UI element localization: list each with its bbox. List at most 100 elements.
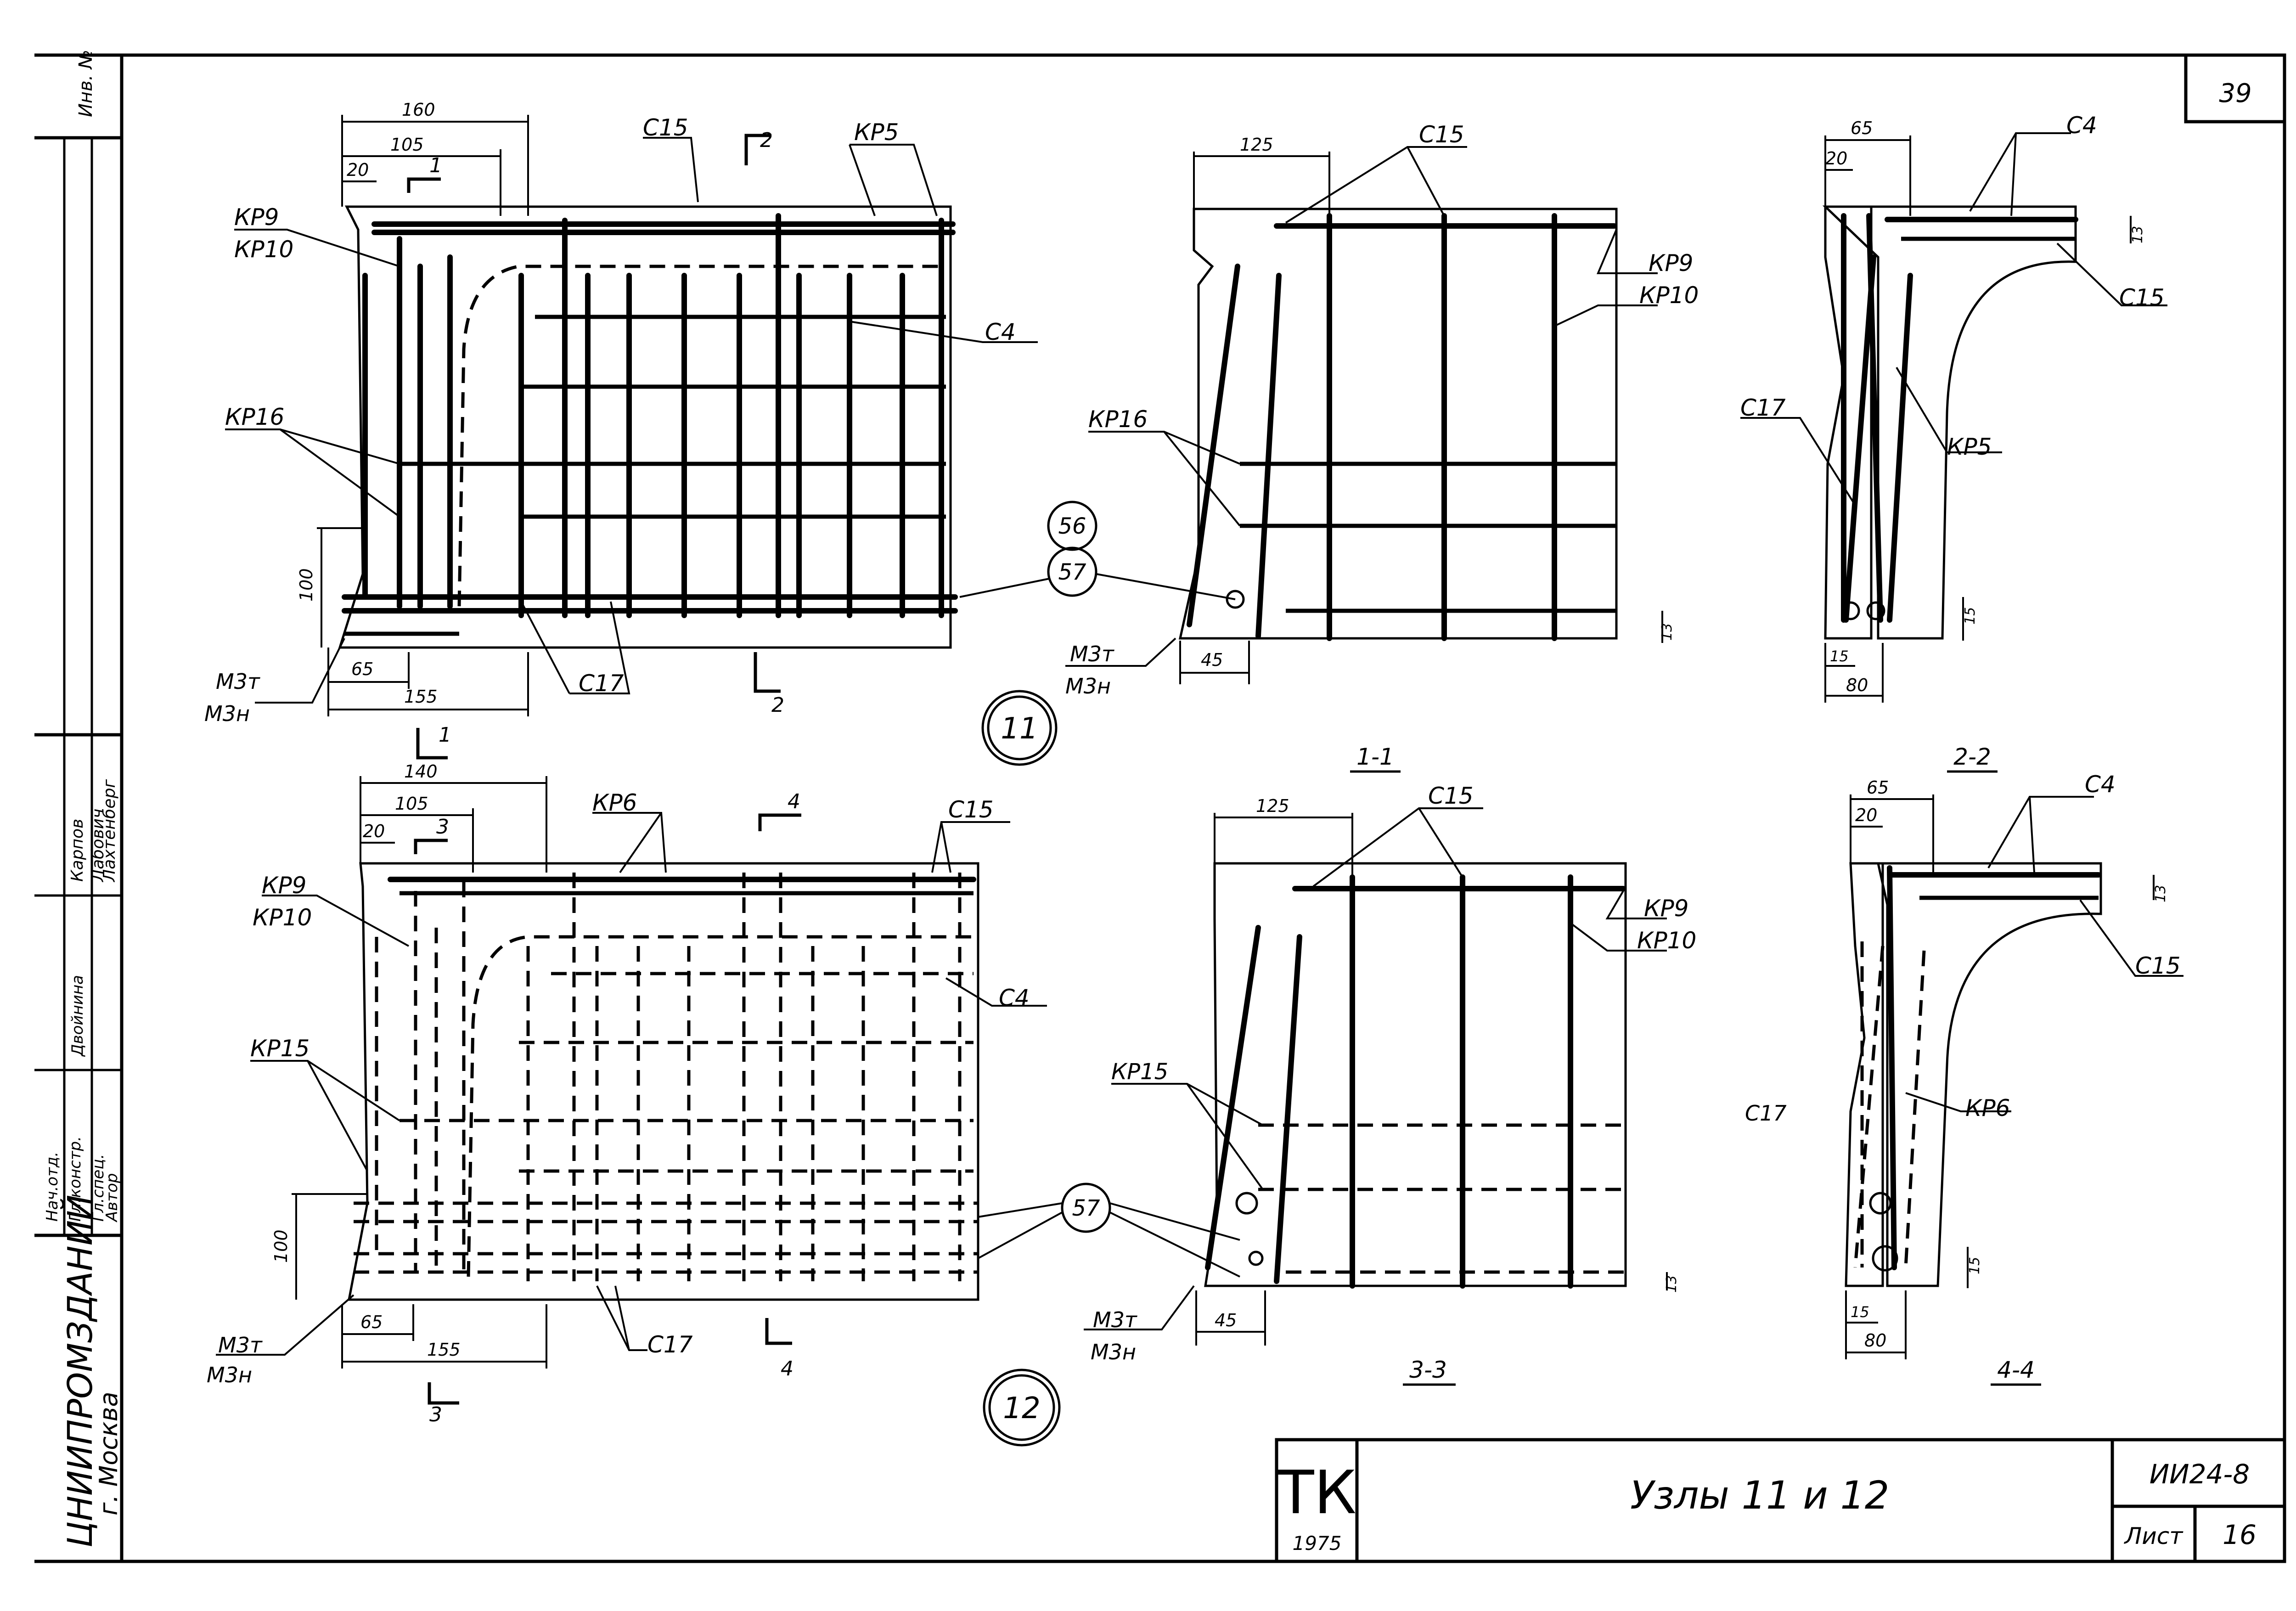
s44-dim-80: 80: [1864, 1330, 1886, 1351]
label-c4: С4: [985, 319, 1016, 345]
n12-label-c17: С17: [647, 1331, 693, 1358]
section-mark-1-top: 1: [429, 154, 442, 177]
label-c17: С17: [579, 670, 624, 697]
sheet-index: 16: [2223, 1519, 2257, 1550]
n12-section-mark-3-bottom: 3: [429, 1403, 442, 1426]
n12-dim-105: 105: [395, 794, 428, 814]
org-city: г. Москва: [94, 1391, 123, 1515]
stamp-name-4: Двойнина: [68, 975, 87, 1057]
s44-label-kr6: КР6: [1965, 1095, 2010, 1121]
n12-dim-140: 140: [404, 761, 438, 782]
dim-155: 155: [404, 687, 438, 707]
callouts-node-12: 57: [978, 1183, 1240, 1278]
n12-label-kr15: КР15: [250, 1035, 310, 1062]
stamp-role-3: Гл.спец.: [89, 1154, 107, 1222]
n12-dim-20: 20: [363, 821, 385, 841]
dim-160: 160: [402, 100, 435, 120]
n12-label-c4: С4: [999, 985, 1030, 1011]
s33-dim-13: 13: [1664, 1275, 1680, 1293]
section-4-4-caption: 4-4: [1997, 1357, 2035, 1383]
s33-label-kr9: КР9: [1644, 895, 1688, 922]
org-name: ЦНИИПРОМЗДАНИЙ: [60, 1195, 100, 1548]
s11-label-kr10: КР10: [1639, 282, 1699, 309]
section-mark-2-top: 2: [760, 129, 773, 152]
s11-label-c15: С15: [1419, 121, 1464, 148]
label-m3t: М3т: [216, 669, 260, 694]
s11-label-kr16: КР16: [1088, 406, 1148, 433]
s44-dim-15a: 15: [1967, 1257, 1983, 1274]
s11-dim-13: 13: [1659, 623, 1675, 641]
s33-label-kr15: КР15: [1111, 1059, 1168, 1085]
s22-label-c15: С15: [2119, 284, 2165, 311]
stamp-role-4: Автор: [103, 1173, 121, 1223]
s22-label-c4: С4: [2066, 112, 2097, 139]
dim-65: 65: [351, 659, 373, 679]
stamp-name-1: Лахтенберг: [100, 779, 119, 883]
node-12-plan: 140 105 20 100 65 155 3 4 4 3 КР6 С15 КР…: [207, 761, 1047, 1426]
label-c15: С15: [643, 114, 688, 141]
stamp-name-3: Лабович: [89, 809, 107, 883]
label-kr10: КР10: [234, 236, 293, 263]
section-mark-1-bottom: 1: [439, 723, 451, 747]
s44-dim-20: 20: [1855, 805, 1877, 825]
dim-100: 100: [296, 568, 316, 602]
s44-dim-15b: 15: [1851, 1303, 1869, 1321]
s33-label-c15: С15: [1428, 783, 1474, 809]
dim-105: 105: [390, 135, 424, 155]
section-mark-2-bottom: 2: [771, 693, 784, 717]
s22-dim-15a: 15: [1962, 607, 1978, 625]
section-1-1-caption: 1-1: [1356, 744, 1394, 770]
n12-label-m3n: М3н: [207, 1363, 252, 1387]
s11-dim-45: 45: [1201, 650, 1223, 670]
n12-section-mark-4-bottom: 4: [781, 1357, 793, 1380]
section-3-3: 125 45 13 С15 КР9 КР10 КР15 М3т М3н 3-3: [1084, 783, 1696, 1386]
section-2-2-caption: 2-2: [1953, 744, 1991, 770]
node-11-plan: 160 105 20 100 65 155 1 2 2 1 С15 КР5 КР…: [204, 100, 1038, 760]
n12-dim-155: 155: [427, 1340, 461, 1360]
n12-section-mark-4-top: 4: [788, 790, 800, 813]
s44-dim-65: 65: [1867, 777, 1889, 798]
s44-label-c15: С15: [2135, 952, 2181, 979]
label-kr9: КР9: [234, 204, 279, 231]
s22-dim-15b: 15: [1830, 648, 1849, 665]
s22-dim-20: 20: [1825, 148, 1847, 169]
s44-label-c4: С4: [2085, 771, 2116, 798]
title-block: ТК 1975 Узлы 11 и 12 ИИ24-8 Лист 16: [1275, 1438, 2286, 1563]
section-1-1: 125 45 13 С15 КР9 КР10 КР16 М3т М3н 1-1: [1065, 121, 1699, 773]
sheet-frame: 39: [34, 53, 2286, 1563]
node-12-marker: 12: [983, 1369, 1061, 1447]
label-m3n: М3н: [204, 701, 250, 726]
node-11-number: 11: [1001, 712, 1038, 746]
callout-56: 56: [1058, 513, 1086, 539]
s33-label-m3t: М3т: [1093, 1307, 1137, 1332]
n12-label-c15: С15: [948, 796, 994, 823]
stamp-role-1: Нач.отд.: [43, 1152, 62, 1222]
label-kr16: КР16: [225, 404, 284, 430]
s44-dim-13: 13: [2153, 885, 2169, 902]
drawing-title: Узлы 11 и 12: [1630, 1473, 1889, 1518]
n12-callout-57: 57: [1072, 1195, 1100, 1221]
s22-dim-13: 13: [2130, 226, 2146, 243]
s33-dim-125: 125: [1256, 796, 1289, 816]
stamp-name-2: Карпов: [68, 819, 87, 882]
s33-label-kr10: КР10: [1637, 927, 1696, 954]
dim-20: 20: [347, 160, 369, 180]
s11-dim-125: 125: [1240, 135, 1273, 155]
s11-label-kr9: КР9: [1649, 250, 1693, 276]
side-stamp: Инв. № Нач.отд. Гл.констр. Гл.спец. Авто…: [34, 50, 123, 1548]
n12-label-kr6: КР6: [592, 789, 637, 816]
stamp-year: 1975: [1293, 1532, 1342, 1555]
n12-section-mark-3-top: 3: [436, 815, 449, 839]
s33-label-m3n: М3н: [1091, 1340, 1136, 1364]
section-3-3-caption: 3-3: [1409, 1357, 1447, 1383]
n12-label-kr10: КР10: [253, 904, 312, 931]
node-12-number: 12: [1003, 1391, 1040, 1425]
callouts-node-11: 56 57: [959, 501, 1236, 600]
sheet-label: Лист: [2124, 1523, 2184, 1549]
s11-label-m3n: М3н: [1065, 674, 1111, 698]
stamp-tk: ТК: [1277, 1458, 1356, 1527]
stamp-role-2: Гл.констр.: [66, 1136, 84, 1222]
s33-dim-45: 45: [1215, 1310, 1237, 1330]
n12-dim-100: 100: [271, 1229, 291, 1263]
